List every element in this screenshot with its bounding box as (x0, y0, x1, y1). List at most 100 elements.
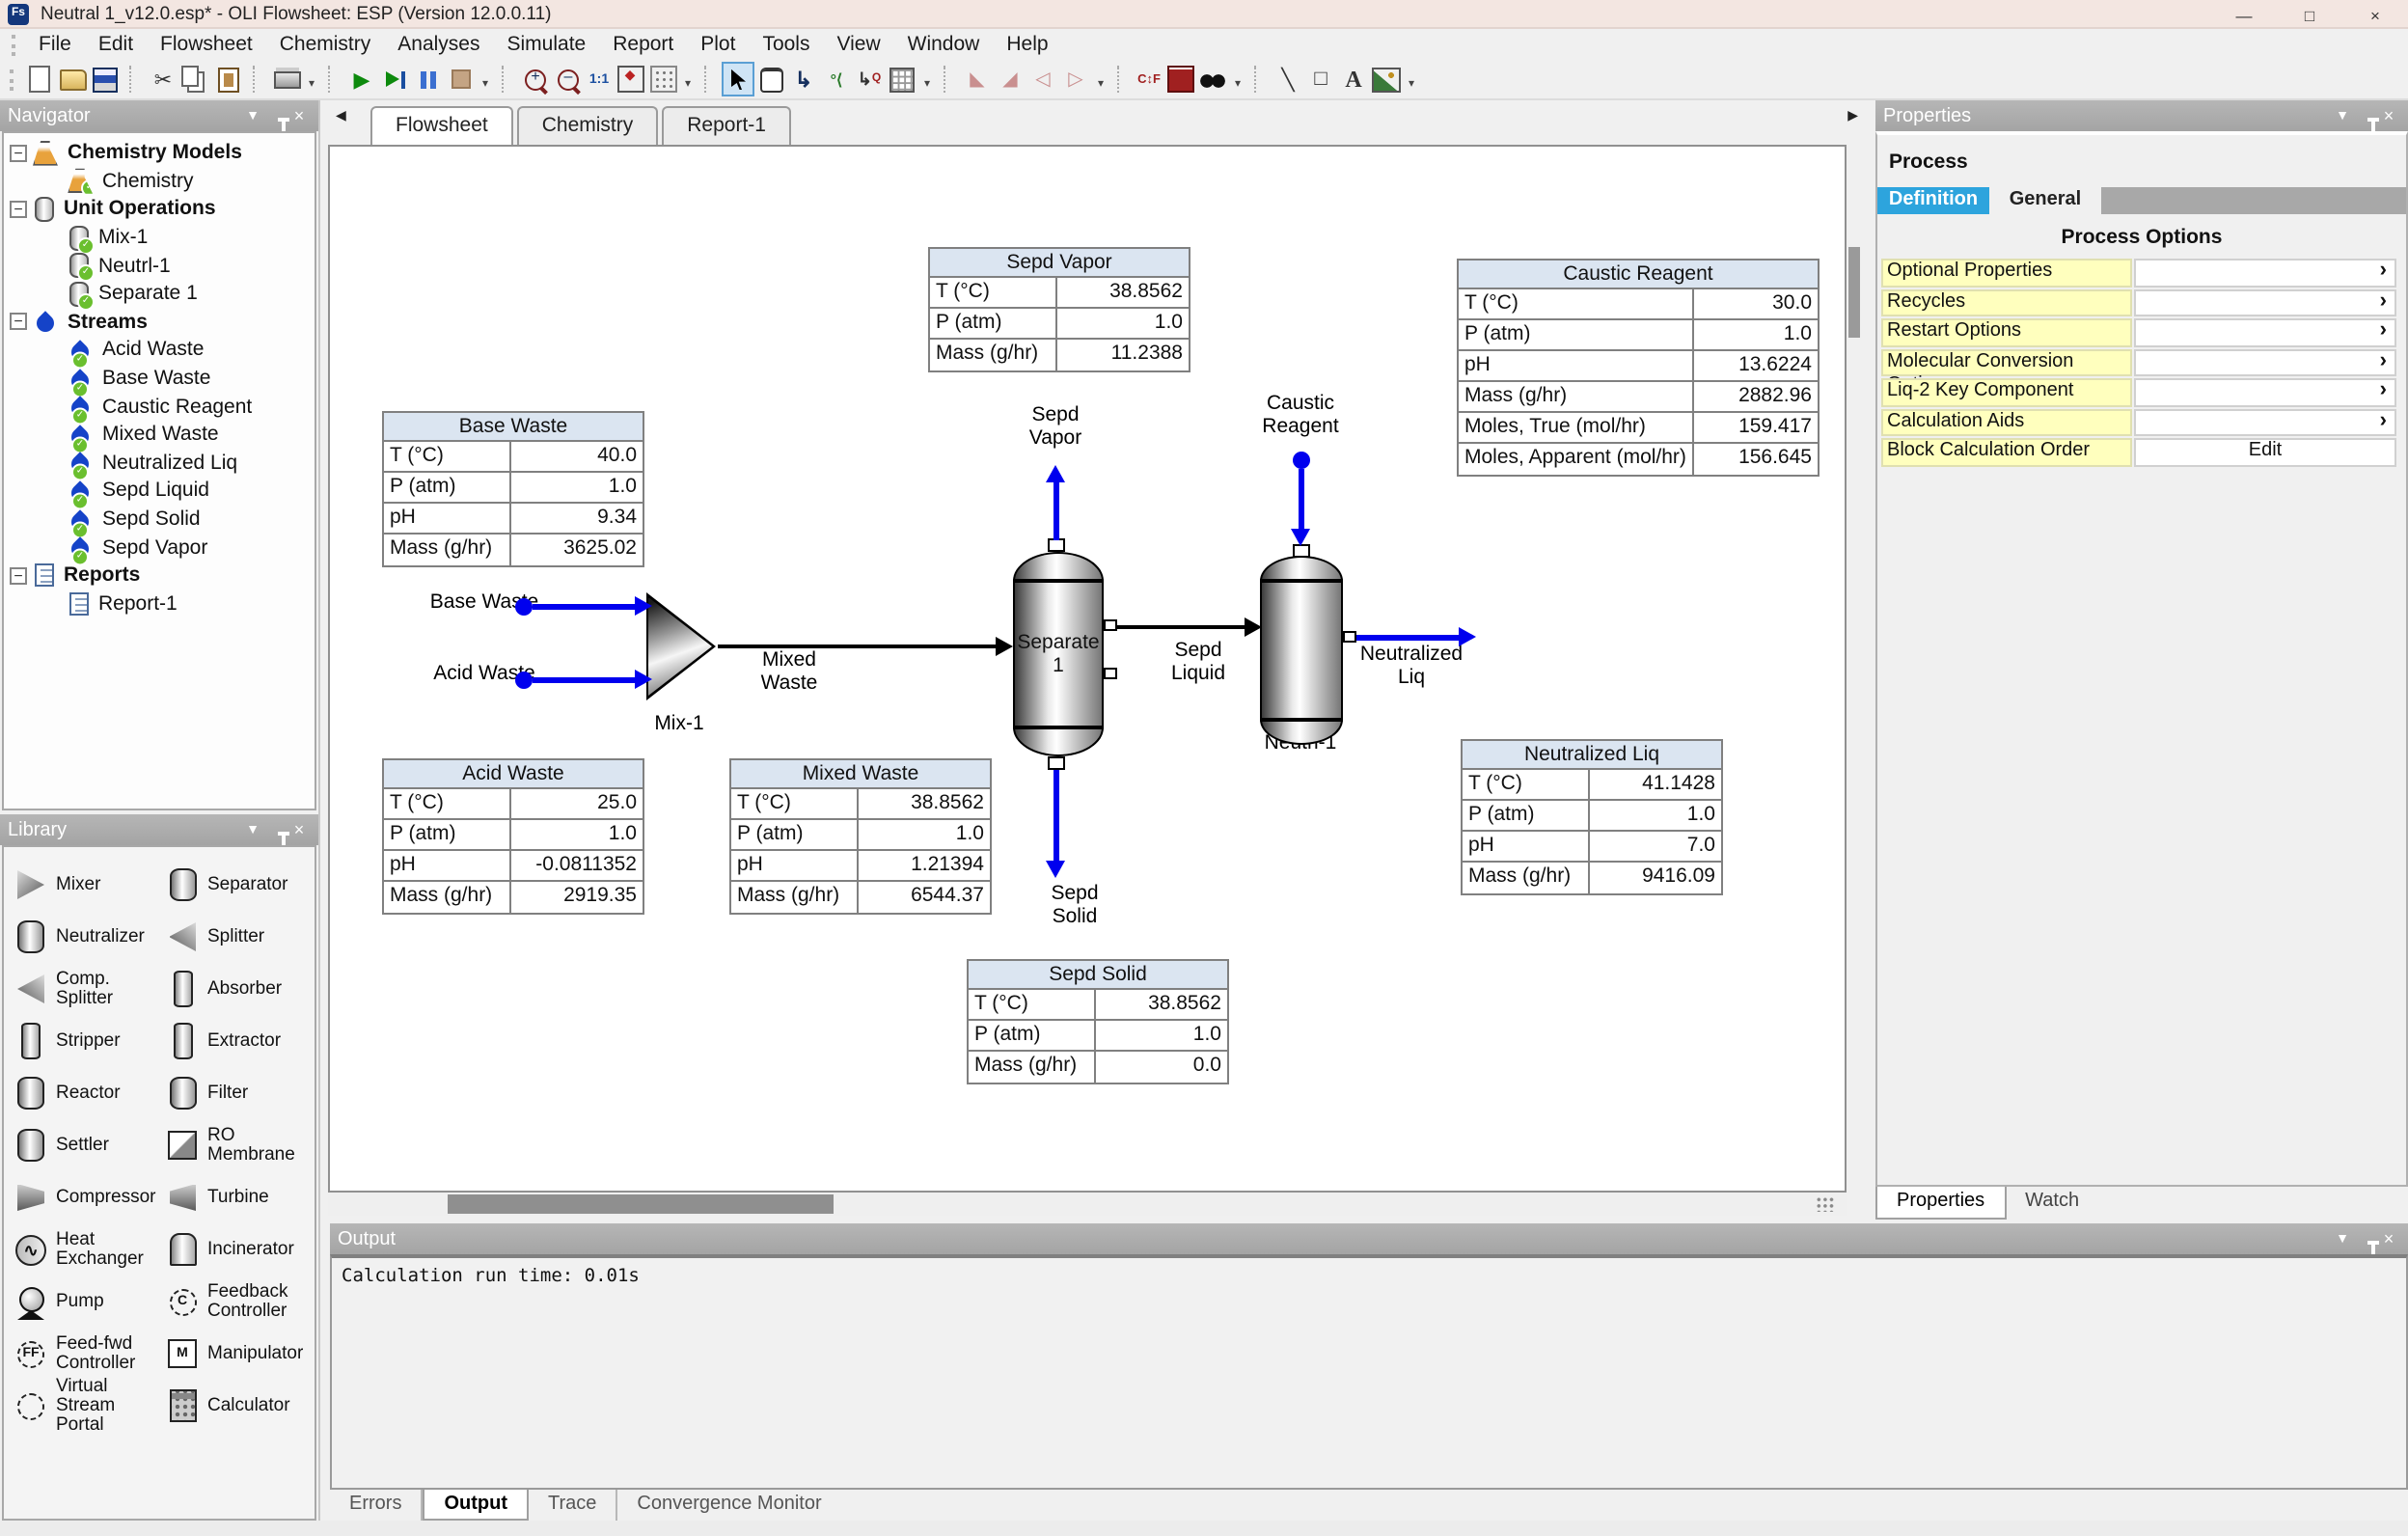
stream-line-caustic-reagent[interactable] (1299, 469, 1304, 529)
library-absorber[interactable]: Absorber (163, 970, 315, 1008)
library-separator[interactable]: Separator (163, 865, 315, 904)
option-action[interactable]: › (2134, 288, 2396, 316)
library-virtual-stream-portal[interactable]: Virtual Stream Portal (12, 1377, 163, 1435)
rotate-right-button[interactable]: ◢ (994, 62, 1026, 96)
maximize-button[interactable]: □ (2277, 0, 2342, 29)
stream-line-neutralized-liq[interactable] (1356, 635, 1459, 641)
pause-button[interactable] (411, 62, 444, 96)
tab-report-1[interactable]: Report-1 (662, 106, 791, 145)
stream-source-acid-waste[interactable] (515, 672, 533, 689)
draw-line-button[interactable]: ╲ (1272, 62, 1304, 96)
tree-expander[interactable]: − (10, 566, 27, 584)
unit-neutrl-1[interactable] (1260, 556, 1343, 745)
open-button[interactable] (56, 62, 89, 96)
add-heat-stream-button[interactable] (853, 62, 886, 96)
tree-unit-operations[interactable]: − Unit Operations (4, 195, 315, 223)
sepd-solid-table[interactable]: Sepd Solid T (°C) 38.8562 P (atm) 1.0 (967, 959, 1229, 1084)
unit-convert-button[interactable]: C↕F (1135, 62, 1163, 96)
tab-chemistry[interactable]: Chemistry (517, 106, 659, 145)
stream-line-sepd-liquid[interactable] (1117, 625, 1245, 629)
menu-simulate[interactable]: Simulate (494, 29, 600, 60)
draw-dropdown[interactable]: ▾ (1403, 62, 1420, 96)
stream-line-base-waste[interactable] (533, 604, 635, 610)
option-calculation-aids[interactable]: Calculation Aids › (1877, 408, 2406, 436)
tree-sepd-solid[interactable]: Sepd Solid (4, 505, 315, 533)
insert-dropdown[interactable]: ▾ (918, 62, 936, 96)
menu-analyses[interactable]: Analyses (384, 29, 493, 60)
tab-flowsheet[interactable]: Flowsheet (370, 106, 513, 145)
close-button[interactable]: × (2342, 0, 2408, 29)
library-extractor[interactable]: Extractor (163, 1022, 315, 1060)
flip-vertical-button[interactable]: ▷ (1059, 62, 1092, 96)
canvas-vertical-scrollbar[interactable] (1847, 145, 1862, 1193)
option-action[interactable]: › (2134, 348, 2396, 376)
chevron-down-icon[interactable]: ▼ (241, 109, 264, 123)
tree-acid-waste[interactable]: Acid Waste (4, 336, 315, 364)
output-tab-output[interactable]: Output (423, 1490, 529, 1521)
library-splitter[interactable]: Splitter (163, 918, 315, 956)
view-dropdown[interactable]: ▾ (679, 62, 697, 96)
library-neutralizer[interactable]: Neutralizer (12, 918, 163, 956)
panel-tab-watch[interactable]: Watch (2006, 1187, 2098, 1220)
save-button[interactable] (89, 62, 122, 96)
close-icon[interactable]: × (2377, 1229, 2400, 1248)
tab-scroll-right-icon[interactable]: ▶ (1847, 108, 1858, 123)
print-button[interactable] (270, 62, 303, 96)
new-button[interactable] (23, 62, 56, 96)
option-action[interactable]: › (2134, 408, 2396, 436)
menu-plot[interactable]: Plot (687, 29, 749, 60)
output-tab-convergence-monitor[interactable]: Convergence Monitor (617, 1490, 840, 1521)
print-dropdown[interactable]: ▾ (303, 62, 320, 96)
option-block-calculation-order[interactable]: Block Calculation Order Edit (1877, 438, 2406, 466)
draw-rectangle-button[interactable]: □ (1304, 62, 1337, 96)
find-button[interactable] (1196, 62, 1229, 96)
stream-line-sepd-vapor[interactable] (1054, 482, 1059, 540)
canvas-horizontal-scrollbar[interactable] (328, 1193, 1847, 1216)
tree-caustic-reagent[interactable]: Caustic Reagent (4, 393, 315, 421)
stream-source-caustic-reagent[interactable] (1293, 452, 1310, 469)
caustic-reagent-table[interactable]: Caustic Reagent T (°C) 30.0 P (atm) 1.0 (1457, 259, 1820, 477)
option-action[interactable]: Edit (2134, 438, 2396, 466)
library-mixer[interactable]: Mixer (12, 865, 163, 904)
library-turbine[interactable]: Turbine (163, 1178, 315, 1217)
run-dropdown[interactable]: ▾ (477, 62, 494, 96)
run-to-pause-button[interactable] (378, 62, 411, 96)
chevron-down-icon[interactable]: ▼ (2331, 1232, 2354, 1246)
tree-neutralized-liq[interactable]: Neutralized Liq (4, 449, 315, 477)
tab-scroll-left-icon[interactable]: ◀ (336, 108, 346, 123)
library-ro-membrane[interactable]: RO Membrane (163, 1126, 315, 1165)
library-settler[interactable]: Settler (12, 1126, 163, 1165)
find-dropdown[interactable]: ▾ (1229, 62, 1246, 96)
close-icon[interactable]: × (287, 820, 311, 839)
tree-report-1[interactable]: Report-1 (4, 590, 315, 617)
paste-button[interactable] (212, 62, 245, 96)
zoom-out-button[interactable] (552, 62, 585, 96)
menu-flowsheet[interactable]: Flowsheet (147, 29, 266, 60)
tree-mixed-waste[interactable]: Mixed Waste (4, 421, 315, 449)
select-tool-button[interactable] (722, 62, 754, 96)
stream-line-acid-waste[interactable] (533, 677, 635, 683)
menu-report[interactable]: Report (599, 29, 687, 60)
library-stripper[interactable]: Stripper (12, 1022, 163, 1060)
tree-sepd-vapor[interactable]: Sepd Vapor (4, 534, 315, 562)
menu-window[interactable]: Window (894, 29, 994, 60)
library-calculator[interactable]: Calculator (163, 1386, 315, 1425)
pan-tool-button[interactable] (754, 62, 787, 96)
rotate-left-button[interactable]: ◣ (961, 62, 994, 96)
library-manipulator[interactable]: M Manipulator (163, 1334, 315, 1373)
horizontal-scroll-thumb[interactable] (448, 1194, 834, 1214)
tree-sepd-liquid[interactable]: Sepd Liquid (4, 477, 315, 505)
option-molecular-conversion-options[interactable]: Molecular Conversion Options › (1877, 348, 2406, 376)
minimize-button[interactable]: — (2211, 0, 2277, 29)
zoom-fit-button[interactable] (614, 62, 646, 96)
properties-tab-general[interactable]: General (1989, 187, 2101, 214)
stream-table-button[interactable] (886, 62, 918, 96)
acid-waste-table[interactable]: Acid Waste T (°C) 25.0 P (atm) 1.0 (382, 758, 644, 915)
transform-dropdown[interactable]: ▾ (1092, 62, 1109, 96)
tree-streams[interactable]: − Streams (4, 308, 315, 336)
stream-line-mixed-waste[interactable] (718, 645, 998, 648)
flip-horizontal-button[interactable]: ◁ (1026, 62, 1059, 96)
library-incinerator[interactable]: Incinerator (163, 1230, 315, 1269)
insert-image-button[interactable] (1370, 62, 1403, 96)
tree-mix-1[interactable]: Mix-1 (4, 224, 315, 252)
